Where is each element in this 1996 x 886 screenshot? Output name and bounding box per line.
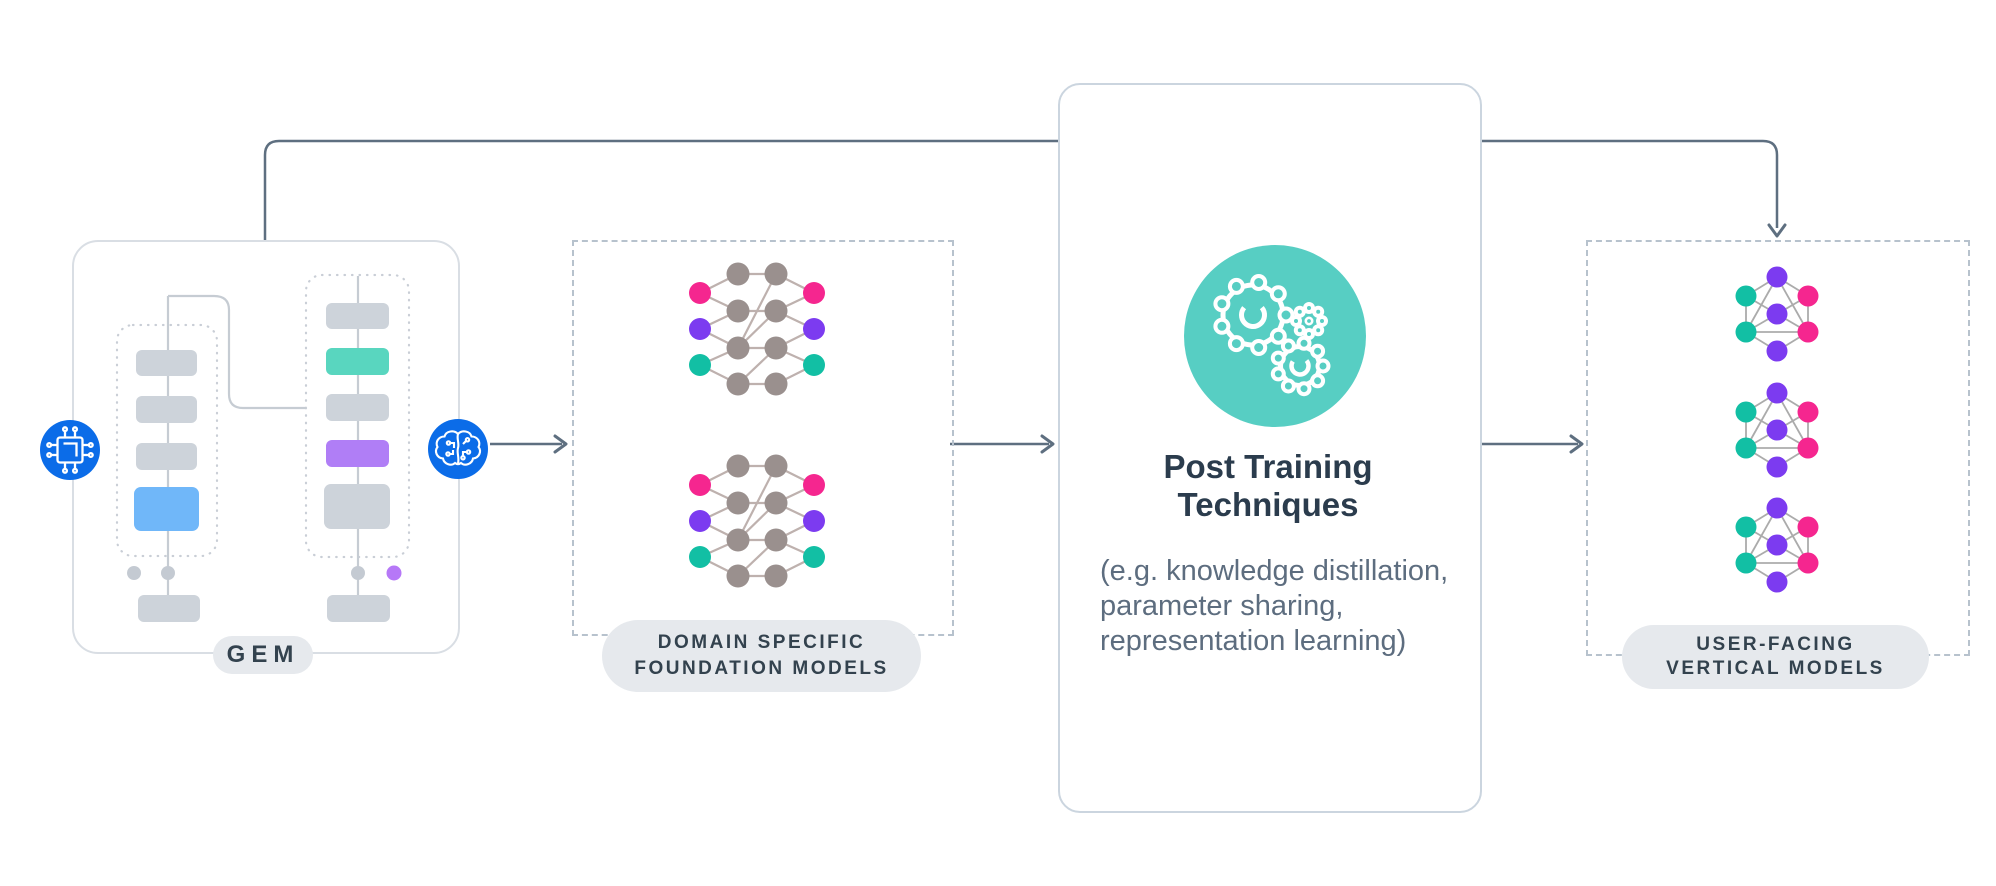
gem-box <box>72 240 460 654</box>
post-training-subtitle-line2: parameter sharing, <box>1100 590 1344 622</box>
gear-small <box>1290 302 1328 340</box>
gem-left-stack <box>127 350 200 622</box>
vertical-label-line1: USER-FACING <box>1696 634 1855 655</box>
arrow-gem-to-domain <box>490 434 568 454</box>
user-facing-vertical-models-box <box>1586 240 1970 656</box>
domain-label-line1: DOMAIN SPECIFIC <box>657 632 866 653</box>
compute-badge <box>40 420 100 480</box>
post-training-title-line2: Techniques <box>1177 486 1359 523</box>
user-facing-vertical-models-pill: USER-FACING VERTICAL MODELS <box>1622 625 1929 689</box>
gear-medium <box>1270 335 1331 397</box>
gear-large <box>1213 274 1295 356</box>
post-training-card <box>1058 83 1482 813</box>
gem-right-stack <box>324 303 402 622</box>
domain-label-line2: FOUNDATION MODELS <box>634 658 889 679</box>
arrow-posttraining-to-vertical <box>1482 434 1584 454</box>
post-training-title-line1: Post Training <box>1163 448 1373 485</box>
gem-label: GEM <box>226 641 300 668</box>
vertical-label-line2: VERTICAL MODELS <box>1666 658 1885 679</box>
post-training-subtitle: (e.g. knowledge distillation, parameter … <box>1100 554 1460 659</box>
feedback-arrow <box>263 139 1787 240</box>
gem-internal-stacks <box>115 273 411 622</box>
post-training-title: Post Training Techniques <box>1058 448 1478 524</box>
arrow-domain-to-posttraining <box>950 434 1055 454</box>
ai-brain-icon <box>434 430 482 466</box>
chip-icon <box>46 426 94 474</box>
post-training-subtitle-line1: (e.g. knowledge distillation, <box>1100 555 1449 587</box>
gem-label-pill: GEM <box>213 636 313 674</box>
domain-foundation-models-pill: DOMAIN SPECIFIC FOUNDATION MODELS <box>602 620 921 692</box>
domain-foundation-models-box <box>572 240 954 636</box>
post-training-subtitle-line3: representation learning) <box>1100 625 1407 657</box>
model-badge <box>428 419 488 479</box>
gears-icon <box>1184 245 1366 427</box>
